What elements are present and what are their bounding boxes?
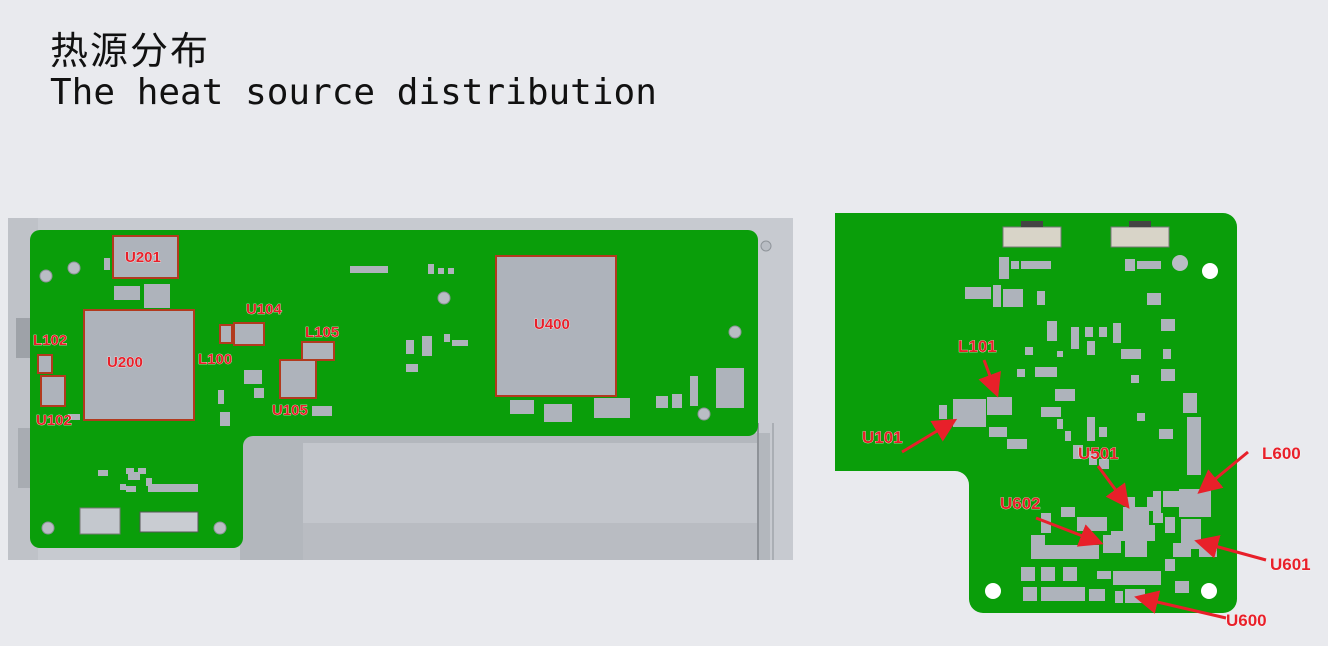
chip-l600 [1179,489,1211,517]
chip-u602 [1103,535,1121,553]
chip-u104 [233,322,265,346]
chip-l105 [301,341,335,361]
label-u105: U105 [272,402,308,419]
chip-u201 [112,235,179,279]
chip-u501 [1123,507,1149,533]
label-l100: L100 [198,351,232,368]
left-board-labels: U201 U104 L102 U200 L100 L105 U400 U102 … [8,218,793,560]
label-l600: L600 [1262,444,1301,463]
chip-u101 [954,399,986,427]
label-u400: U400 [534,316,570,333]
right-pcb-drawing [835,213,1237,613]
chip-u601 [1181,519,1201,549]
chip-u105 [279,359,317,399]
right-pcb-image [835,213,1240,616]
chip-u400 [495,255,617,397]
chip-l100 [219,324,233,344]
label-u601: U601 [1270,555,1311,574]
label-l102: L102 [33,332,67,349]
label-u102: U102 [36,412,72,429]
label-u200: U200 [107,354,143,371]
chip-u200 [83,309,195,421]
page-title-english: The heat source distribution [50,72,657,113]
left-pcb-drawing [8,218,793,560]
chip-l101 [988,397,1012,415]
chip-u102 [40,375,66,407]
chip-u600 [1125,589,1145,603]
label-u104: U104 [246,301,283,318]
left-pcb-image [8,218,793,560]
label-l105: L105 [305,324,339,341]
chip-l102 [37,354,53,374]
page-title-chinese: 热源分布 [50,29,211,73]
label-u201: U201 [125,249,161,266]
